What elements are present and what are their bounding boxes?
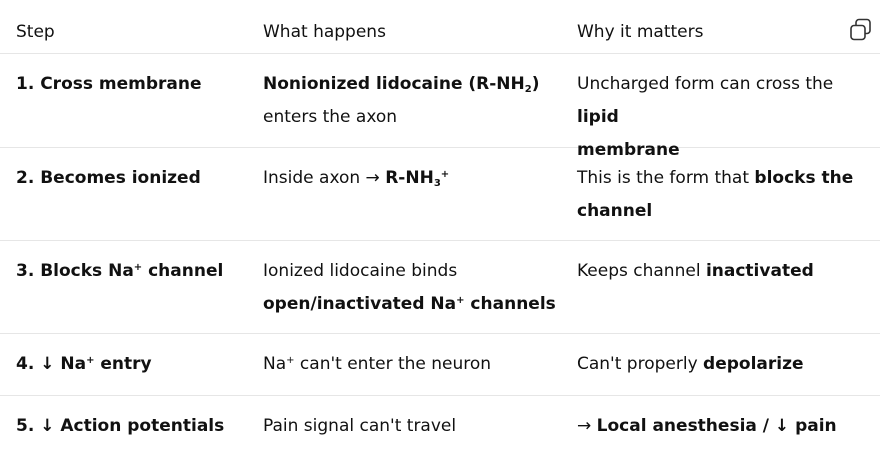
copy-button[interactable]: [846, 16, 876, 46]
what-bold-text: Nonionized lidocaine (R-NH: [263, 74, 525, 94]
what-text: Inside axon →: [263, 168, 386, 188]
what-bold-text: open/inactivated Na: [263, 294, 457, 314]
why-text: This is the form that: [577, 168, 755, 188]
what-text: enters the axon: [263, 107, 398, 127]
superscript: +: [456, 295, 465, 306]
step-cell: 1. Cross membrane: [16, 74, 202, 94]
why-text: Keeps channel: [577, 261, 706, 281]
table-row: 3. Blocks Na+ channel Ionized lidocaine …: [0, 241, 880, 334]
table-row: 5. ↓ Action potentials Pain signal can't…: [0, 396, 880, 456]
step-cell: 3. Blocks Na+ channel: [16, 255, 256, 288]
what-text: Na: [263, 354, 287, 374]
table-row: 4. ↓ Na+ entry Na+ can't enter the neuro…: [0, 334, 880, 396]
subscript: 3: [433, 178, 441, 189]
why-bold-text: channel: [577, 201, 653, 221]
what-cell: Inside axon → R-NH3+: [263, 162, 568, 195]
superscript: +: [286, 355, 295, 366]
why-bold-text: membrane: [577, 140, 680, 160]
why-bold-text: blocks the: [754, 168, 854, 188]
why-bold-text: Local anesthesia / ↓ pain: [596, 416, 837, 436]
what-cell: Na+ can't enter the neuron: [263, 348, 568, 381]
step-text: entry: [94, 354, 152, 374]
copy-icon: [850, 18, 871, 41]
why-text: Uncharged form can cross the: [577, 74, 834, 94]
why-text: →: [577, 416, 597, 436]
why-bold-text: inactivated: [705, 261, 814, 281]
header-why-it-matters: Why it matters: [577, 22, 704, 42]
step-cell: 4. ↓ Na+ entry: [16, 348, 256, 381]
table-row: 1. Cross membrane Nonionized lidocaine (…: [0, 54, 880, 160]
what-bold-text: channels: [464, 294, 556, 314]
what-text: can't enter the neuron: [294, 354, 492, 374]
why-cell: Uncharged form can cross the lipid membr…: [577, 68, 880, 167]
why-bold-text: depolarize: [703, 354, 804, 374]
subscript: 2: [524, 84, 532, 95]
why-cell: Keeps channel inactivated: [577, 255, 880, 288]
step-text: channel: [142, 261, 224, 281]
what-bold-text: R-NH: [385, 168, 434, 188]
what-text: Ionized lidocaine binds: [263, 261, 458, 281]
header-step: Step: [16, 22, 55, 42]
why-cell: → Local anesthesia / ↓ pain: [577, 410, 880, 443]
table-row: 2. Becomes ionized Inside axon → R-NH3+ …: [0, 148, 880, 241]
table-header-row: Step What happens Why it matters: [0, 0, 880, 54]
step-text: 3. Blocks Na: [16, 261, 134, 281]
what-cell: Nonionized lidocaine (R-NH2) enters the …: [263, 68, 568, 134]
header-what-happens: What happens: [263, 22, 386, 42]
superscript: +: [133, 262, 143, 273]
why-cell: This is the form that blocks the channel: [577, 162, 880, 228]
step-text: 4. ↓ Na: [16, 354, 87, 374]
superscript: +: [86, 355, 95, 366]
why-cell: Can't properly depolarize: [577, 348, 880, 381]
what-cell: Pain signal can't travel: [263, 416, 457, 436]
what-bold-text: ): [531, 74, 540, 94]
step-cell: 2. Becomes ionized: [16, 168, 201, 188]
why-bold-text: lipid: [577, 107, 619, 127]
why-text: Can't properly: [577, 354, 704, 374]
superscript: +: [440, 169, 450, 180]
what-cell: Ionized lidocaine binds open/inactivated…: [263, 255, 568, 321]
step-cell: 5. ↓ Action potentials: [16, 416, 225, 436]
